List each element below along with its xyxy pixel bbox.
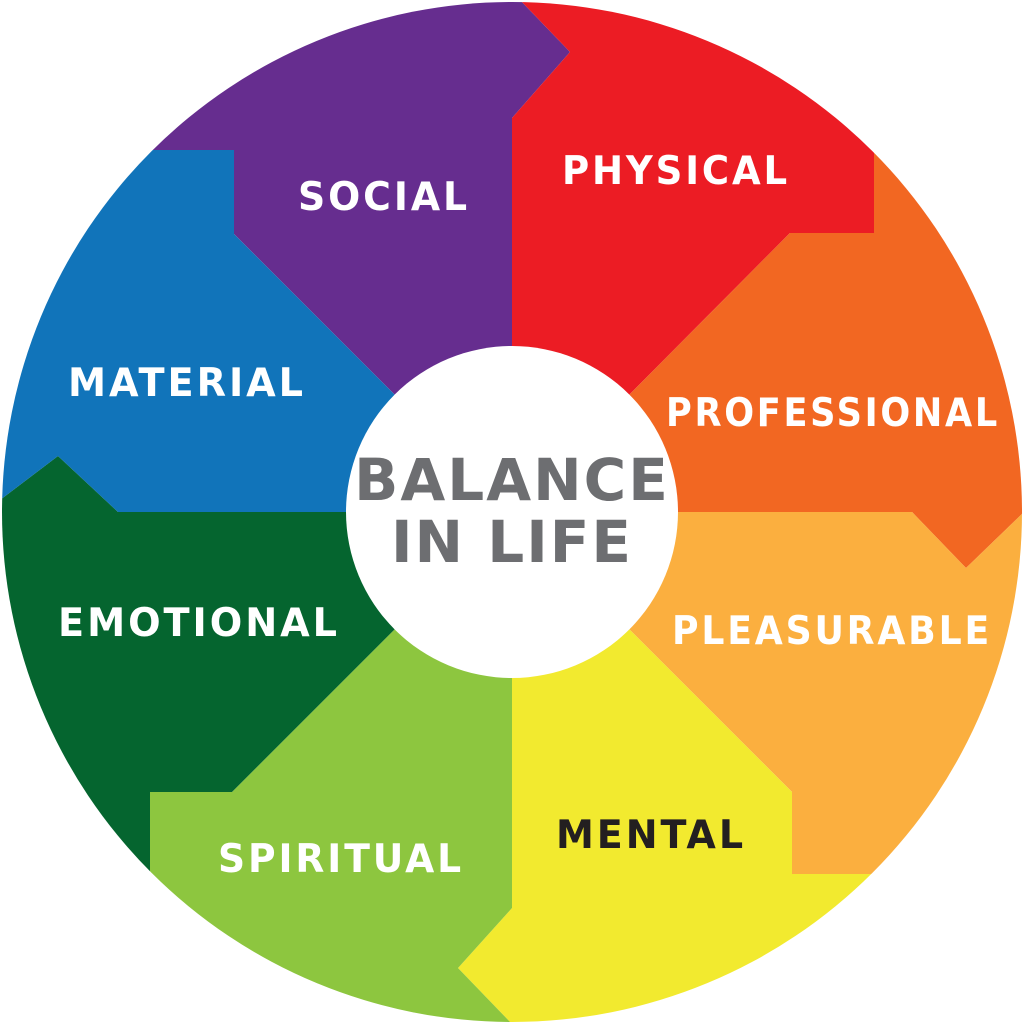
label-mental: MENTAL xyxy=(556,813,746,858)
label-spiritual: SPIRITUAL xyxy=(218,837,464,882)
label-professional: PROFESSIONAL xyxy=(666,391,1000,436)
center-title-line2: IN LIFE xyxy=(391,508,633,576)
label-social: SOCIAL xyxy=(298,175,470,220)
label-pleasurable: PLEASURABLE xyxy=(672,609,992,654)
label-emotional: EMOTIONAL xyxy=(58,601,340,646)
label-material: MATERIAL xyxy=(68,361,306,406)
center-title-line1: BALANCE xyxy=(354,446,670,514)
label-physical: PHYSICAL xyxy=(562,149,790,194)
center-circle xyxy=(346,346,678,678)
